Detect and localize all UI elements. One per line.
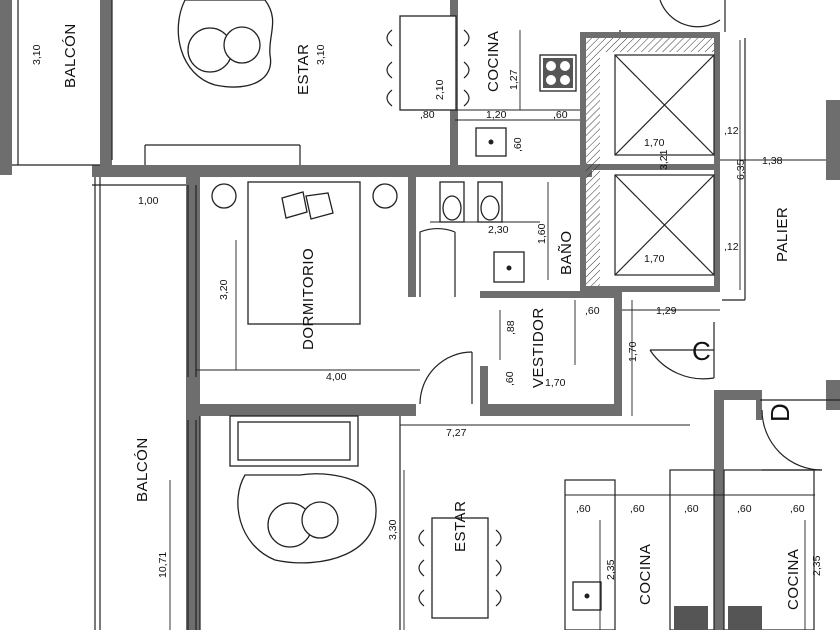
room-labels: BALCÓN ESTAR COCINA DORMITORIO BAÑO VEST… [62,23,802,610]
dim-1-70-c: 1,70 [627,341,639,362]
label-estar-top: ESTAR [295,44,312,95]
dim-60-a: ,60 [553,109,568,121]
dimension-lines [169,30,826,630]
bottom-stove-2 [728,606,762,630]
bottom-counter-1 [564,479,616,630]
furniture [177,0,815,630]
dim-1-70-d: 1,70 [545,377,566,389]
dim-60-f: ,60 [630,503,645,515]
wall-bedroom-bottom [186,404,416,416]
bath-sink [493,251,525,283]
label-balcon-top: BALCÓN [62,23,79,88]
wall-vestidor-bottom [480,404,622,416]
dim-60-h: ,60 [737,503,752,515]
dim-4-00: 4,00 [326,371,347,383]
dim-1-70-b: 1,70 [644,253,665,265]
wall-elev-mid [586,164,714,170]
dim-10-71: 10,71 [157,552,169,578]
dim-3-30: 3,30 [387,519,399,540]
wall-balcony-divider [100,0,112,165]
dim-3-21: 3,21 [658,149,670,170]
wall-lower-right [714,390,724,630]
label-vestidor: VESTIDOR [530,307,547,388]
label-stair-d: D [765,403,795,422]
dim-2-10: 2,10 [434,79,446,100]
dim-60-b: ,60 [512,137,524,152]
dim-60-i: ,60 [790,503,805,515]
dim-1-60: 1,60 [536,223,548,244]
wall-bath-left [408,177,416,297]
dim-2-30: 2,30 [488,224,509,236]
wall-far-right-a [826,100,840,180]
wall-elev-top [580,32,720,38]
dim-1-20: 1,20 [486,109,507,121]
wall-far-left-top [0,0,12,175]
dim-60-e: ,60 [576,503,591,515]
wall-horizontal-top [92,165,592,177]
wall-elev-bottom [580,286,720,292]
dim-7-27: 7,27 [446,427,467,439]
dim-3-10-b: 3,10 [315,44,327,65]
wall-vestidor-left [480,366,488,416]
dim-1-38: 1,38 [762,155,783,167]
dim-60-g: ,60 [684,503,699,515]
dim-88: ,88 [505,320,517,335]
dim-2-35-b: 2,35 [811,555,823,576]
wall-vestidor-right [614,291,622,416]
elevator-shafts [586,38,715,286]
wall-bath-bottom [480,291,620,298]
top-dining-table [399,15,457,111]
bottom-stove-1 [674,606,708,630]
outlines [12,0,840,630]
dim-6-35: 6,35 [735,159,747,180]
label-balcon-left: BALCÓN [134,437,151,502]
doors [419,0,823,471]
bottom-counter-2 [669,469,715,630]
nightstand-right [372,183,398,209]
dim-60-c: ,60 [585,305,600,317]
dim-3-10-a: 3,10 [31,44,43,65]
dim-60-d: ,60 [504,371,516,386]
dim-1-29: 1,29 [656,305,677,317]
wall-far-right-b [826,380,840,410]
label-estar-bottom: ESTAR [452,501,469,552]
label-bano: BAÑO [558,230,575,275]
label-dormitorio: DORMITORIO [300,248,317,350]
bottom-counter-3 [723,469,815,630]
dimension-labels: 3,10 3,10 2,10 1,27 ,80 1,20 ,60 ,60 1,7… [31,44,823,580]
dim-12-b: ,12 [724,241,739,253]
dim-2-35-a: 2,35 [605,559,617,580]
dim-1-27: 1,27 [508,69,520,90]
label-stair-c: C [692,336,711,366]
nightstand-left [211,183,237,209]
dim-1-70-a: 1,70 [644,137,665,149]
wall-right-upper [714,100,720,290]
wall-stair-d-top [714,390,762,400]
wall-stair-d-side [756,390,762,420]
dim-3-20: 3,20 [218,279,230,300]
label-cocina-bottom-2: COCINA [785,549,802,610]
label-cocina-top: COCINA [485,31,502,92]
label-cocina-bottom-1: COCINA [637,544,654,605]
dim-1-00: 1,00 [138,195,159,207]
dim-80-a: ,80 [420,109,435,121]
bottom-dining-table [431,517,489,619]
wall-elev-left [580,32,586,292]
dim-12-a: ,12 [724,125,739,137]
label-palier: PALIER [774,207,791,262]
